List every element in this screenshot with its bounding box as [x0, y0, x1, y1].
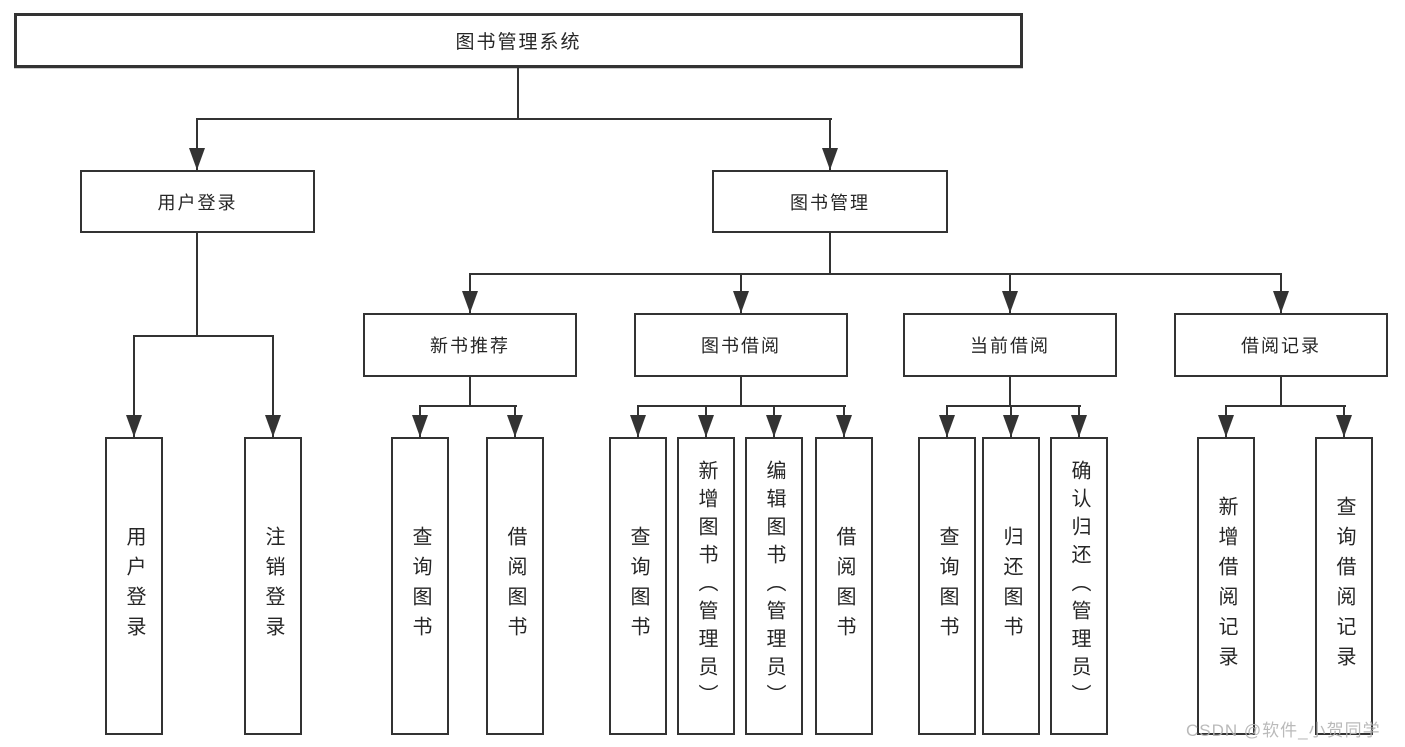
branch-book-management: 图书管理: [712, 170, 948, 233]
arrowhead-current-return: [1003, 415, 1019, 437]
leaf-add-borrow-record: 新增借阅记录: [1197, 437, 1255, 735]
group-borrow-records-label: 借阅记录: [1241, 336, 1321, 356]
leaf-user-login: 用户登录: [105, 437, 163, 735]
arrowhead-borrow-add: [698, 415, 714, 437]
group-book-borrow: 图书借阅: [634, 313, 848, 377]
connector-current-bracket: [946, 405, 1081, 407]
connector-shaft-user-login: [196, 118, 198, 170]
connector-shaft-book-management: [829, 118, 831, 170]
leaf-logout: 注销登录: [244, 437, 302, 735]
group-current-borrow: 当前借阅: [903, 313, 1117, 377]
leaf-add-books-admin: 新增图书（管理员）: [677, 437, 735, 735]
connector-book-management-drop: [829, 233, 831, 275]
leaf-recommend-borrow-books-label: 借阅图书: [504, 526, 526, 646]
leaf-borrow-books-label: 借阅图书: [833, 526, 855, 646]
arrowhead-book-borrow: [733, 291, 749, 313]
connector-borrow-bracket: [637, 405, 846, 407]
leaf-edit-books-admin: 编辑图书（管理员）: [745, 437, 803, 735]
csdn-watermark: CSDN @软件_小贺同学: [1186, 721, 1381, 740]
root-node-label: 图书管理系统: [455, 32, 582, 53]
branch-user-login: 用户登录: [80, 170, 315, 233]
leaf-confirm-return-admin: 确认归还（管理员）: [1050, 437, 1108, 735]
leaf-edit-books-admin-label: 编辑图书（管理员）: [763, 460, 785, 712]
leaf-current-query-books: 查询图书: [918, 437, 976, 735]
connector-root-drop: [517, 68, 519, 120]
arrowhead-leaf-login: [126, 415, 142, 437]
leaf-borrow-query-books: 查询图书: [609, 437, 667, 735]
leaf-recommend-query-books-label: 查询图书: [409, 526, 431, 646]
connector-recommend-bracket: [419, 405, 517, 407]
connector-recommend-drop: [469, 377, 471, 407]
connector-user-login-drop: [196, 233, 198, 337]
arrowhead-current-query: [939, 415, 955, 437]
leaf-add-borrow-record-label: 新增借阅记录: [1215, 496, 1237, 676]
connector-records-drop: [1280, 377, 1282, 407]
connector-current-drop: [1009, 377, 1011, 407]
arrowhead-borrow-edit: [766, 415, 782, 437]
arrowhead-new-book-recommend: [462, 291, 478, 313]
leaf-recommend-borrow-books: 借阅图书: [486, 437, 544, 735]
arrowhead-current-borrow: [1002, 291, 1018, 313]
group-current-borrow-label: 当前借阅: [970, 336, 1050, 356]
leaf-current-query-books-label: 查询图书: [936, 526, 958, 646]
leaf-return-books: 归还图书: [982, 437, 1040, 735]
branch-user-login-label: 用户登录: [157, 192, 238, 213]
branch-book-management-label: 图书管理: [790, 192, 870, 213]
arrowhead-borrow-borrow: [836, 415, 852, 437]
leaf-query-borrow-record: 查询借阅记录: [1315, 437, 1373, 735]
arrowhead-leaf-logout: [265, 415, 281, 437]
leaf-logout-label: 注销登录: [262, 526, 284, 646]
group-book-borrow-label: 图书借阅: [701, 336, 781, 356]
arrowhead-recommend-query: [412, 415, 428, 437]
leaf-confirm-return-admin-label: 确认归还（管理员）: [1068, 460, 1090, 712]
leaf-return-books-label: 归还图书: [1000, 526, 1022, 646]
arrowhead-book-management: [822, 148, 838, 170]
connector-shaft-leaf-logout: [272, 335, 274, 437]
leaf-borrow-query-books-label: 查询图书: [627, 526, 649, 646]
leaf-add-books-admin-label: 新增图书（管理员）: [695, 460, 717, 712]
arrowhead-current-confirm: [1071, 415, 1087, 437]
leaf-recommend-query-books: 查询图书: [391, 437, 449, 735]
connector-shaft-leaf-login: [133, 335, 135, 437]
group-borrow-records: 借阅记录: [1174, 313, 1388, 377]
group-new-book-recommend: 新书推荐: [363, 313, 577, 377]
arrowhead-borrow-query: [630, 415, 646, 437]
connector-borrow-drop: [740, 377, 742, 407]
connector-records-bracket: [1225, 405, 1346, 407]
arrowhead-records-query: [1336, 415, 1352, 437]
root-node-library-management-system: 图书管理系统: [14, 13, 1023, 68]
connector-user-login-bracket: [133, 335, 274, 337]
connector-book-management-bracket: [469, 273, 1282, 275]
leaf-user-login-label: 用户登录: [123, 526, 145, 646]
arrowhead-user-login: [189, 148, 205, 170]
leaf-borrow-books: 借阅图书: [815, 437, 873, 735]
leaf-query-borrow-record-label: 查询借阅记录: [1333, 496, 1355, 676]
arrowhead-records-add: [1218, 415, 1234, 437]
arrowhead-borrow-records: [1273, 291, 1289, 313]
connector-root-bracket: [196, 118, 832, 120]
group-new-book-recommend-label: 新书推荐: [430, 336, 510, 356]
arrowhead-recommend-borrow: [507, 415, 523, 437]
